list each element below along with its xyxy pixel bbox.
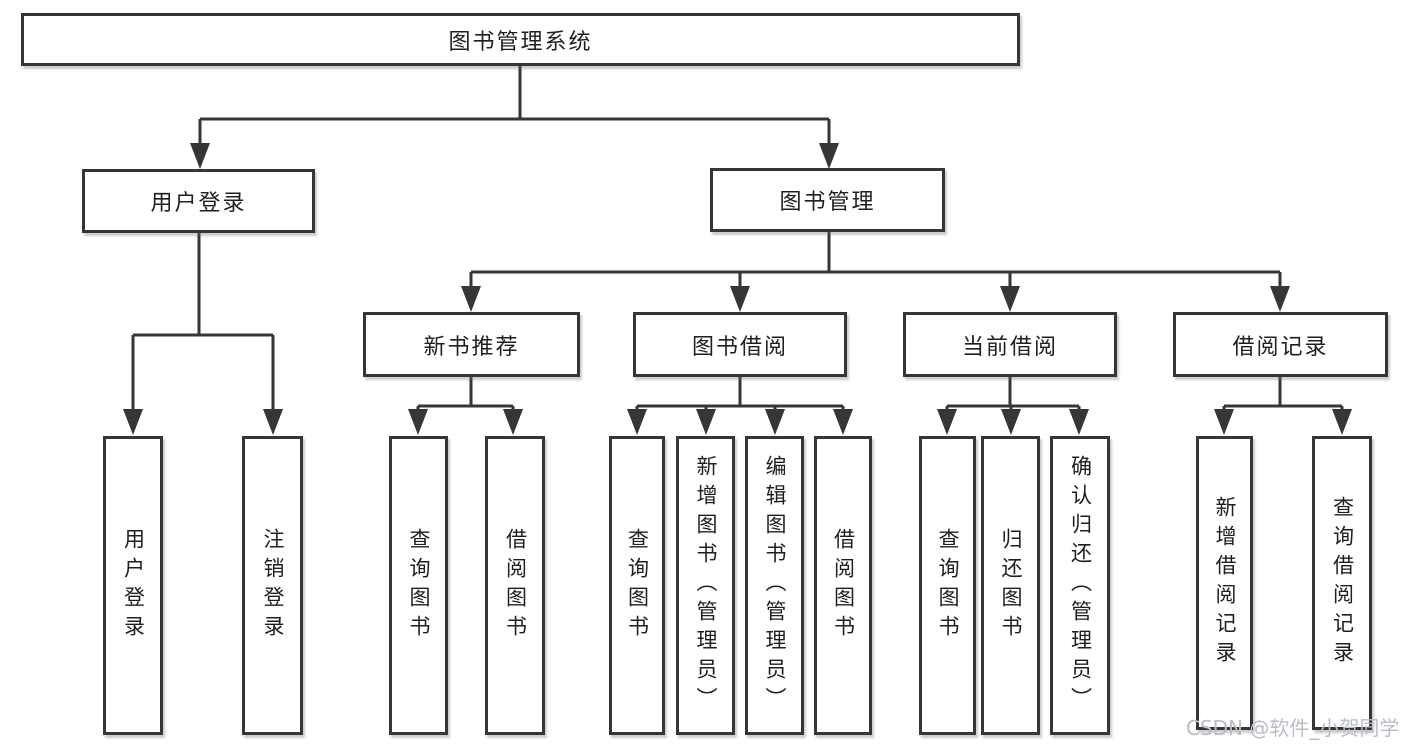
node-label: 归还图书 xyxy=(999,527,1023,644)
node-label: 编辑图书（管理员） xyxy=(763,455,787,716)
node-borrow-records: 借阅记录 xyxy=(1173,312,1388,377)
node-leaf-query-books-3: 查询图书 xyxy=(919,436,976,735)
node-leaf-confirm-return: 确认归还（管理员） xyxy=(1050,436,1110,735)
arrowhead-icons xyxy=(123,143,1352,435)
node-leaf-borrow-books-2: 借阅图书 xyxy=(814,436,872,735)
node-leaf-logout: 注销登录 xyxy=(242,436,303,735)
node-label: 新增图书（管理员） xyxy=(694,455,718,716)
node-leaf-add-books: 新增图书（管理员） xyxy=(676,436,735,735)
node-leaf-query-books-2: 查询图书 xyxy=(609,436,665,735)
node-leaf-user-login: 用户登录 xyxy=(103,436,163,735)
node-label: 查询图书 xyxy=(407,527,431,644)
node-leaf-return-books: 归还图书 xyxy=(981,436,1040,735)
node-label: 图书管理系统 xyxy=(448,29,593,55)
node-leaf-edit-books: 编辑图书（管理员） xyxy=(745,436,804,735)
node-label: 确认归还（管理员） xyxy=(1068,455,1093,716)
node-label: 新增借阅记录 xyxy=(1213,496,1237,670)
node-label: 查询图书 xyxy=(936,527,960,644)
node-label: 查询借阅记录 xyxy=(1330,496,1355,670)
node-label: 借阅图书 xyxy=(831,527,856,644)
node-label: 注销登录 xyxy=(261,527,285,644)
node-new-book-recommend: 新书推荐 xyxy=(363,312,580,377)
node-label: 借阅图书 xyxy=(503,527,528,644)
node-leaf-add-borrow-record: 新增借阅记录 xyxy=(1196,436,1253,730)
watermark-text: CSDN @软件_小贺同学 xyxy=(1186,716,1400,740)
node-book-borrow: 图书借阅 xyxy=(633,312,847,377)
node-label: 用户登录 xyxy=(121,527,146,644)
node-user-login: 用户登录 xyxy=(82,169,315,233)
node-label: 用户登录 xyxy=(150,191,247,216)
node-leaf-query-borrow-record: 查询借阅记录 xyxy=(1312,436,1372,730)
node-label: 查询图书 xyxy=(625,527,650,644)
node-current-borrow: 当前借阅 xyxy=(903,312,1117,377)
node-leaf-query-books-1: 查询图书 xyxy=(389,436,448,735)
node-label: 借阅记录 xyxy=(1232,334,1329,360)
node-leaf-borrow-books-1: 借阅图书 xyxy=(485,436,545,735)
node-label: 当前借阅 xyxy=(961,334,1058,360)
node-label: 图书借阅 xyxy=(691,334,788,360)
node-label: 图书管理 xyxy=(779,190,876,215)
node-book-management: 图书管理 xyxy=(710,168,945,232)
node-label: 新书推荐 xyxy=(423,334,520,360)
node-root: 图书管理系统 xyxy=(21,13,1020,66)
